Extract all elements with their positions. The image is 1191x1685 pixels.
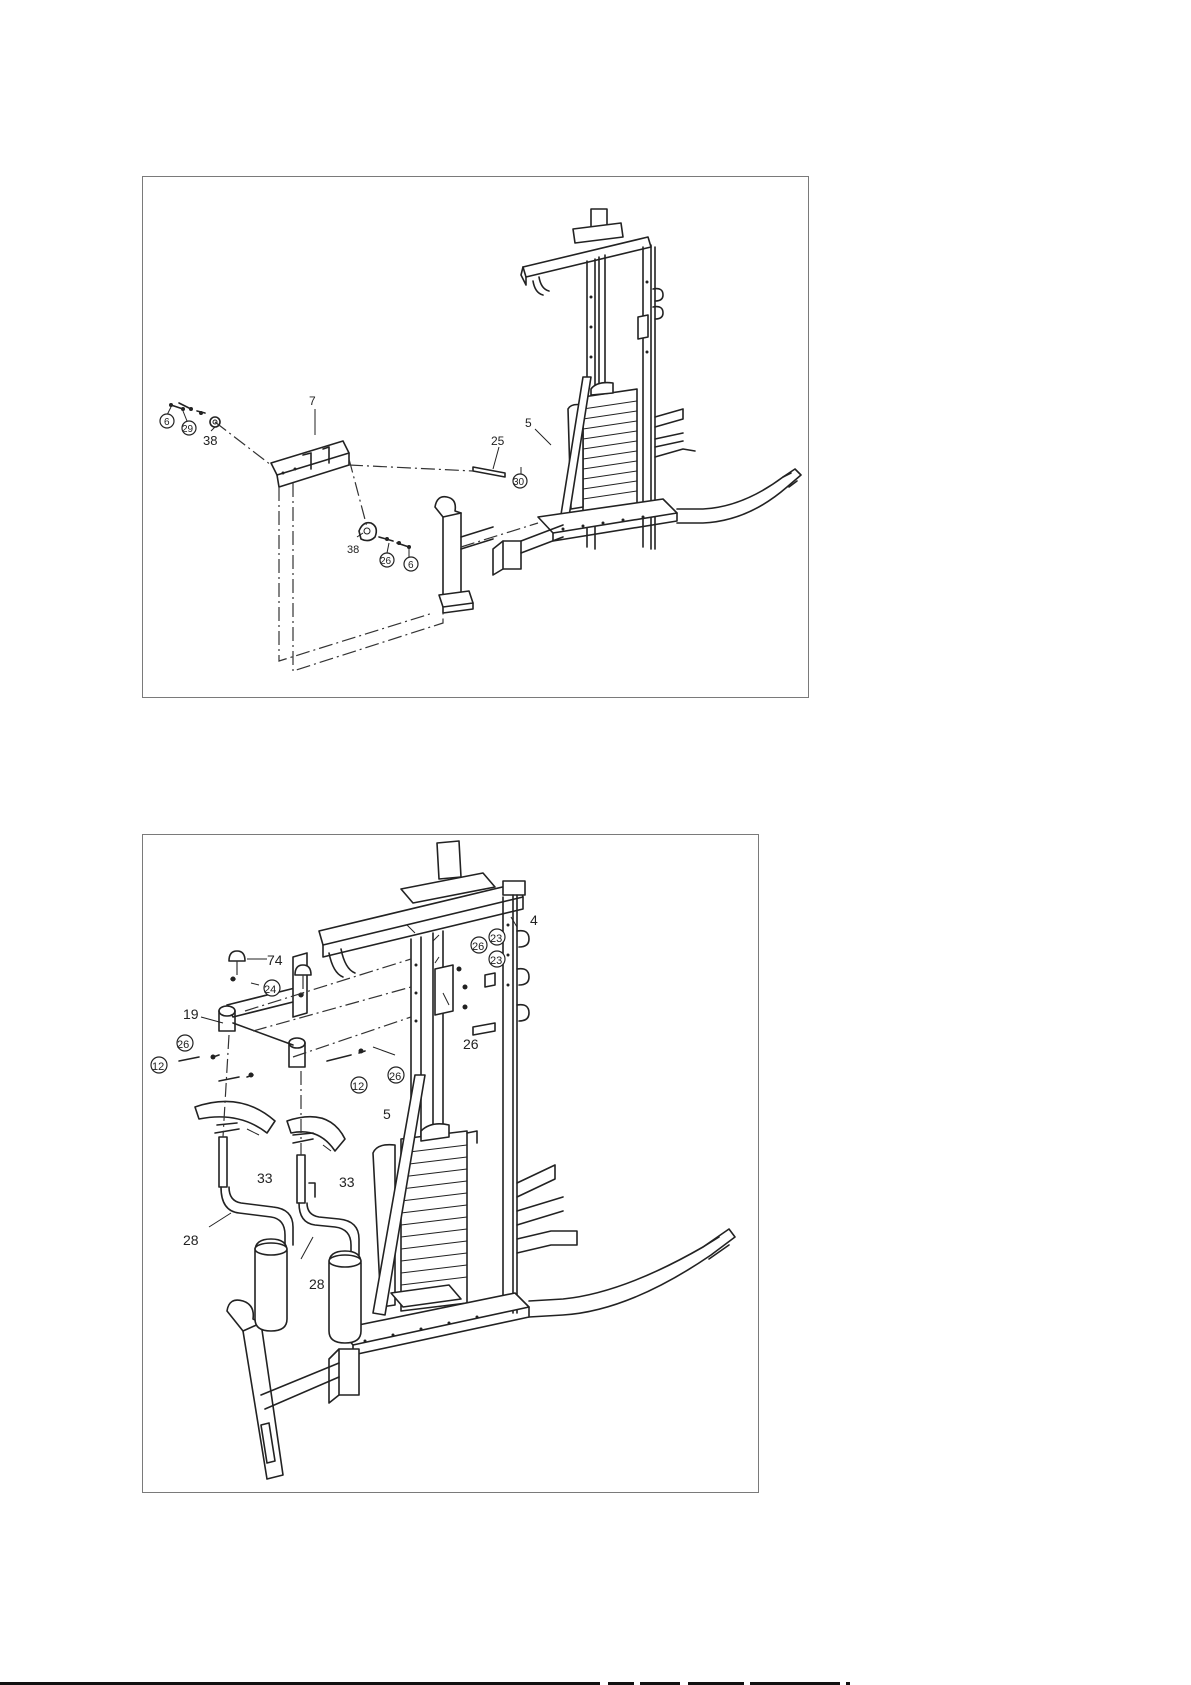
figure-1-assembly-diagram: 7 5 25 30 6 29 38 38 26 6 [142, 176, 809, 698]
label-part-5: 5 [383, 1106, 391, 1122]
label-part-12-a: 12 [152, 1061, 164, 1073]
page-bottom-edge-marks [0, 1681, 1191, 1685]
label-part-33-b: 33 [339, 1174, 355, 1190]
label-part-26: 26 [380, 556, 392, 567]
label-part-30: 30 [513, 477, 525, 488]
figure-1-drawing: 7 5 25 30 6 29 38 38 26 6 [143, 177, 810, 699]
label-part-29: 29 [182, 424, 194, 435]
label-part-28-b: 28 [309, 1276, 325, 1292]
part-19-bracket [219, 953, 307, 1067]
label-part-33-a: 33 [257, 1170, 273, 1186]
label-part-5: 5 [525, 416, 532, 430]
label-part-28-a: 28 [183, 1232, 199, 1248]
figure-2-assembly-diagram: 74 24 19 26 12 12 26 4 26 23 23 26 5 33 … [142, 834, 759, 1493]
part-33-pad-right [287, 1117, 345, 1151]
label-part-38-left: 38 [203, 433, 217, 448]
part-7-crossbar [271, 441, 349, 487]
label-part-25: 25 [491, 434, 505, 448]
part-74-cap-left [229, 951, 245, 961]
part-28-arm-left [219, 1137, 293, 1331]
part-33-pad-left [195, 1101, 275, 1133]
right-fastener-set [359, 523, 411, 549]
label-part-26-c: 26 [472, 941, 484, 953]
label-part-23-a: 23 [490, 933, 502, 945]
label-part-6-left: 6 [164, 417, 170, 428]
label-part-24: 24 [264, 984, 276, 996]
label-part-4: 4 [530, 912, 538, 928]
part-74-cap-right [295, 965, 311, 975]
label-part-6-right: 6 [408, 560, 414, 571]
label-part-26-d: 26 [463, 1036, 479, 1052]
part-25-pin [473, 467, 505, 477]
label-part-7: 7 [309, 394, 316, 408]
main-tower [493, 209, 801, 575]
label-part-12-b: 12 [352, 1081, 364, 1093]
label-part-19: 19 [183, 1006, 199, 1022]
label-part-23-b: 23 [490, 955, 502, 967]
label-part-26-b: 26 [389, 1071, 401, 1083]
label-part-26-a: 26 [177, 1039, 189, 1051]
label-part-38-right: 38 [347, 544, 359, 556]
figure-2-drawing: 74 24 19 26 12 12 26 4 26 23 23 26 5 33 … [143, 835, 760, 1494]
label-part-74: 74 [267, 952, 283, 968]
front-upright [435, 497, 493, 613]
